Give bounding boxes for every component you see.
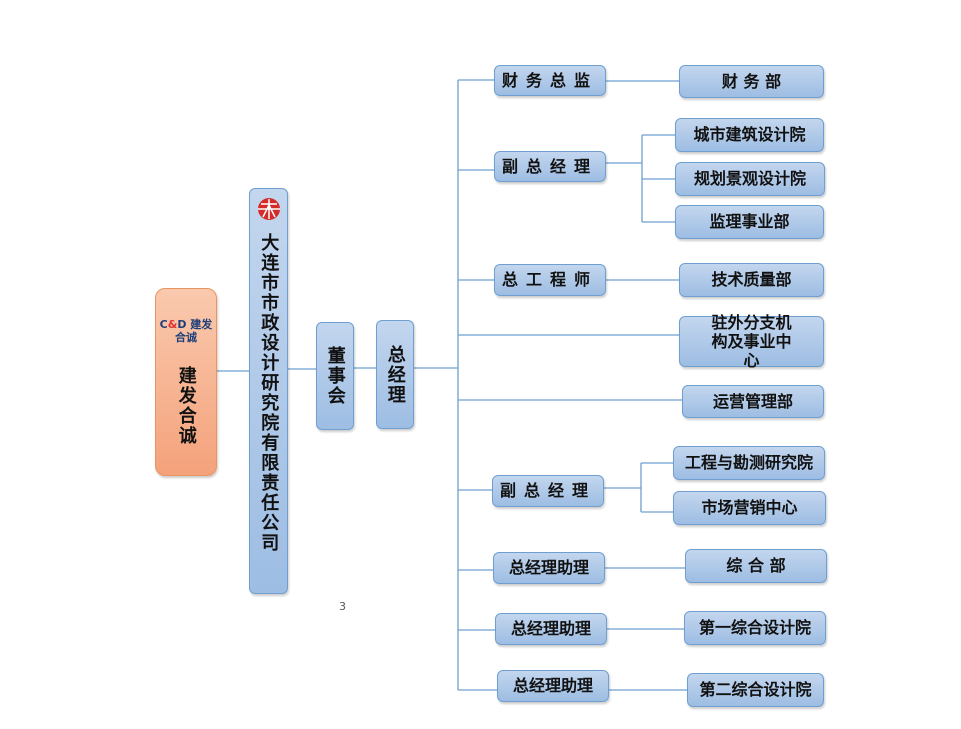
partner-name: 建发合诚 bbox=[175, 366, 197, 447]
page-number: 3 bbox=[339, 600, 346, 613]
institute-name: 大连市市政设计研究院有限责任公司 bbox=[258, 233, 280, 553]
dept-operations: 运营管理部 bbox=[682, 385, 824, 418]
partner-box: C&D 建发合诚 建发合诚 bbox=[155, 288, 217, 476]
manager-gm-assistant-3: 总经理助理 bbox=[497, 670, 609, 702]
institute-logo-icon bbox=[257, 198, 280, 220]
dept-planning-landscape: 规划景观设计院 bbox=[675, 162, 825, 196]
manager-deputy-gm-2: 副总经理 bbox=[492, 475, 604, 507]
dept-urban-architecture: 城市建筑设计院 bbox=[675, 118, 824, 152]
dept-branches: 驻外分支机构及事业中心 bbox=[679, 313, 824, 370]
dept-finance: 财 务 部 bbox=[679, 65, 824, 98]
institute-box: 大连市市政设计研究院有限责任公司 bbox=[249, 188, 288, 594]
board-box: 董事会 bbox=[316, 322, 354, 430]
dept-design-1: 第一综合设计院 bbox=[684, 611, 826, 645]
manager-finance-director: 财务总监 bbox=[494, 65, 606, 96]
dept-design-2: 第二综合设计院 bbox=[687, 673, 824, 707]
manager-deputy-gm-1: 副总经理 bbox=[494, 151, 606, 182]
gm-box: 总经理 bbox=[376, 320, 414, 429]
dept-technical-quality: 技术质量部 bbox=[679, 263, 824, 297]
dept-supervision: 监理事业部 bbox=[675, 205, 824, 239]
partner-logo: C&D 建发合诚 bbox=[159, 317, 213, 344]
dept-general: 综 合 部 bbox=[685, 549, 827, 583]
manager-gm-assistant-1: 总经理助理 bbox=[493, 552, 605, 584]
manager-chief-engineer: 总工程师 bbox=[494, 264, 606, 296]
dept-marketing: 市场营销中心 bbox=[673, 491, 826, 525]
manager-gm-assistant-2: 总经理助理 bbox=[495, 613, 607, 645]
dept-engineering-survey: 工程与勘测研究院 bbox=[673, 446, 825, 480]
